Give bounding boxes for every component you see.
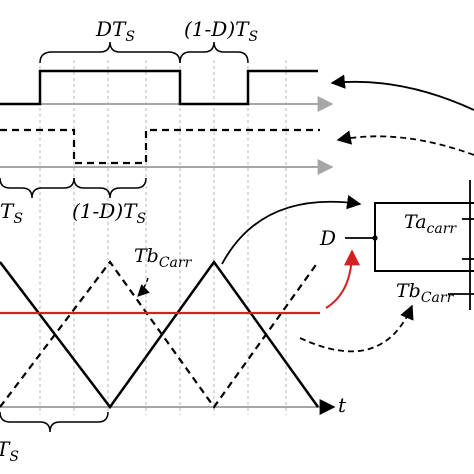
carrier-b-dashed (0, 260, 319, 409)
dts-top-label: DTS (95, 17, 135, 45)
t-axis-label: t (338, 393, 347, 417)
top-signal-arrow (330, 74, 474, 111)
carrier-a-solid (0, 259, 320, 410)
top-pwm-signal (0, 69, 318, 106)
one-minus-d-top-label: (1-D)TS (184, 17, 258, 45)
ta-carr-label: Tacarr (404, 211, 457, 237)
ts-bottom-brace (0, 411, 109, 433)
tb-carr-pointer-arrow (137, 277, 150, 297)
tb-carr-right-label: TbCarr (396, 280, 455, 306)
mid-signal-arrow (336, 130, 474, 156)
dts-mid-label: DTS (0, 199, 23, 227)
mid-pwm-signal (0, 128, 320, 165)
d-input-label: D (319, 226, 336, 250)
one-minus-d-top-brace (179, 41, 249, 64)
ts-bottom-label: TS (0, 437, 19, 465)
reference-to-d-arrow (325, 249, 360, 309)
ta-to-carrier-arrow (221, 195, 362, 265)
one-minus-d-mid-label: (1-D)TS (72, 199, 146, 227)
tb-carr-feedback-arrow (299, 304, 414, 353)
tb-carr-chart-label: TbCarr (134, 245, 193, 271)
one-minus-d-mid-brace (73, 177, 147, 199)
dts-mid-brace (0, 177, 75, 199)
junction-dot (372, 235, 378, 241)
dts-top-brace (39, 41, 181, 64)
